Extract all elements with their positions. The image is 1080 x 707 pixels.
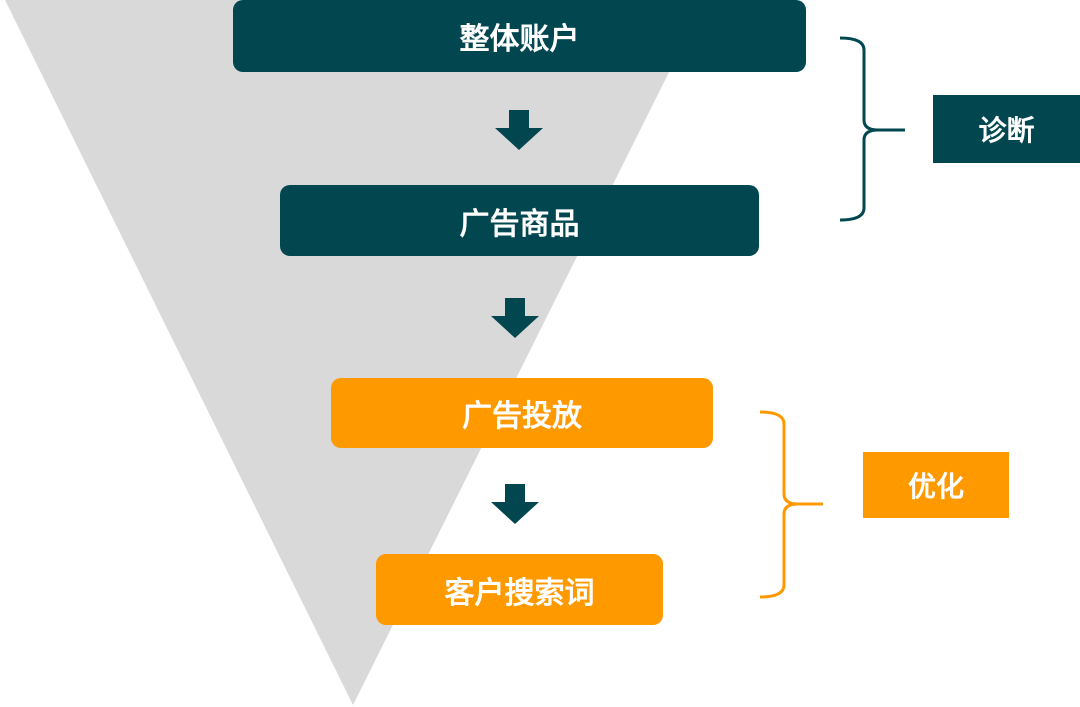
curly-brace-icon <box>839 36 905 222</box>
down-arrow-icon <box>491 298 539 338</box>
curly-brace-icon <box>759 410 823 599</box>
step-label: 广告投放 <box>462 399 582 434</box>
group-label: 优化 <box>907 470 964 503</box>
funnel-triangle <box>5 0 705 705</box>
step-overall-account: 整体账户 <box>233 0 806 72</box>
group-label: 诊断 <box>978 114 1035 147</box>
step-search-terms: 客户搜索词 <box>376 554 663 625</box>
group-diagnose: 诊断 <box>933 95 1080 163</box>
step-label: 广告商品 <box>459 206 580 242</box>
step-label: 整体账户 <box>459 22 580 57</box>
down-arrow-icon <box>491 484 539 524</box>
step-ad-products: 广告商品 <box>280 185 759 256</box>
step-label: 客户搜索词 <box>444 575 595 611</box>
step-ad-placement: 广告投放 <box>331 378 713 448</box>
group-optimize: 优化 <box>863 452 1009 518</box>
down-arrow-icon <box>495 110 543 150</box>
